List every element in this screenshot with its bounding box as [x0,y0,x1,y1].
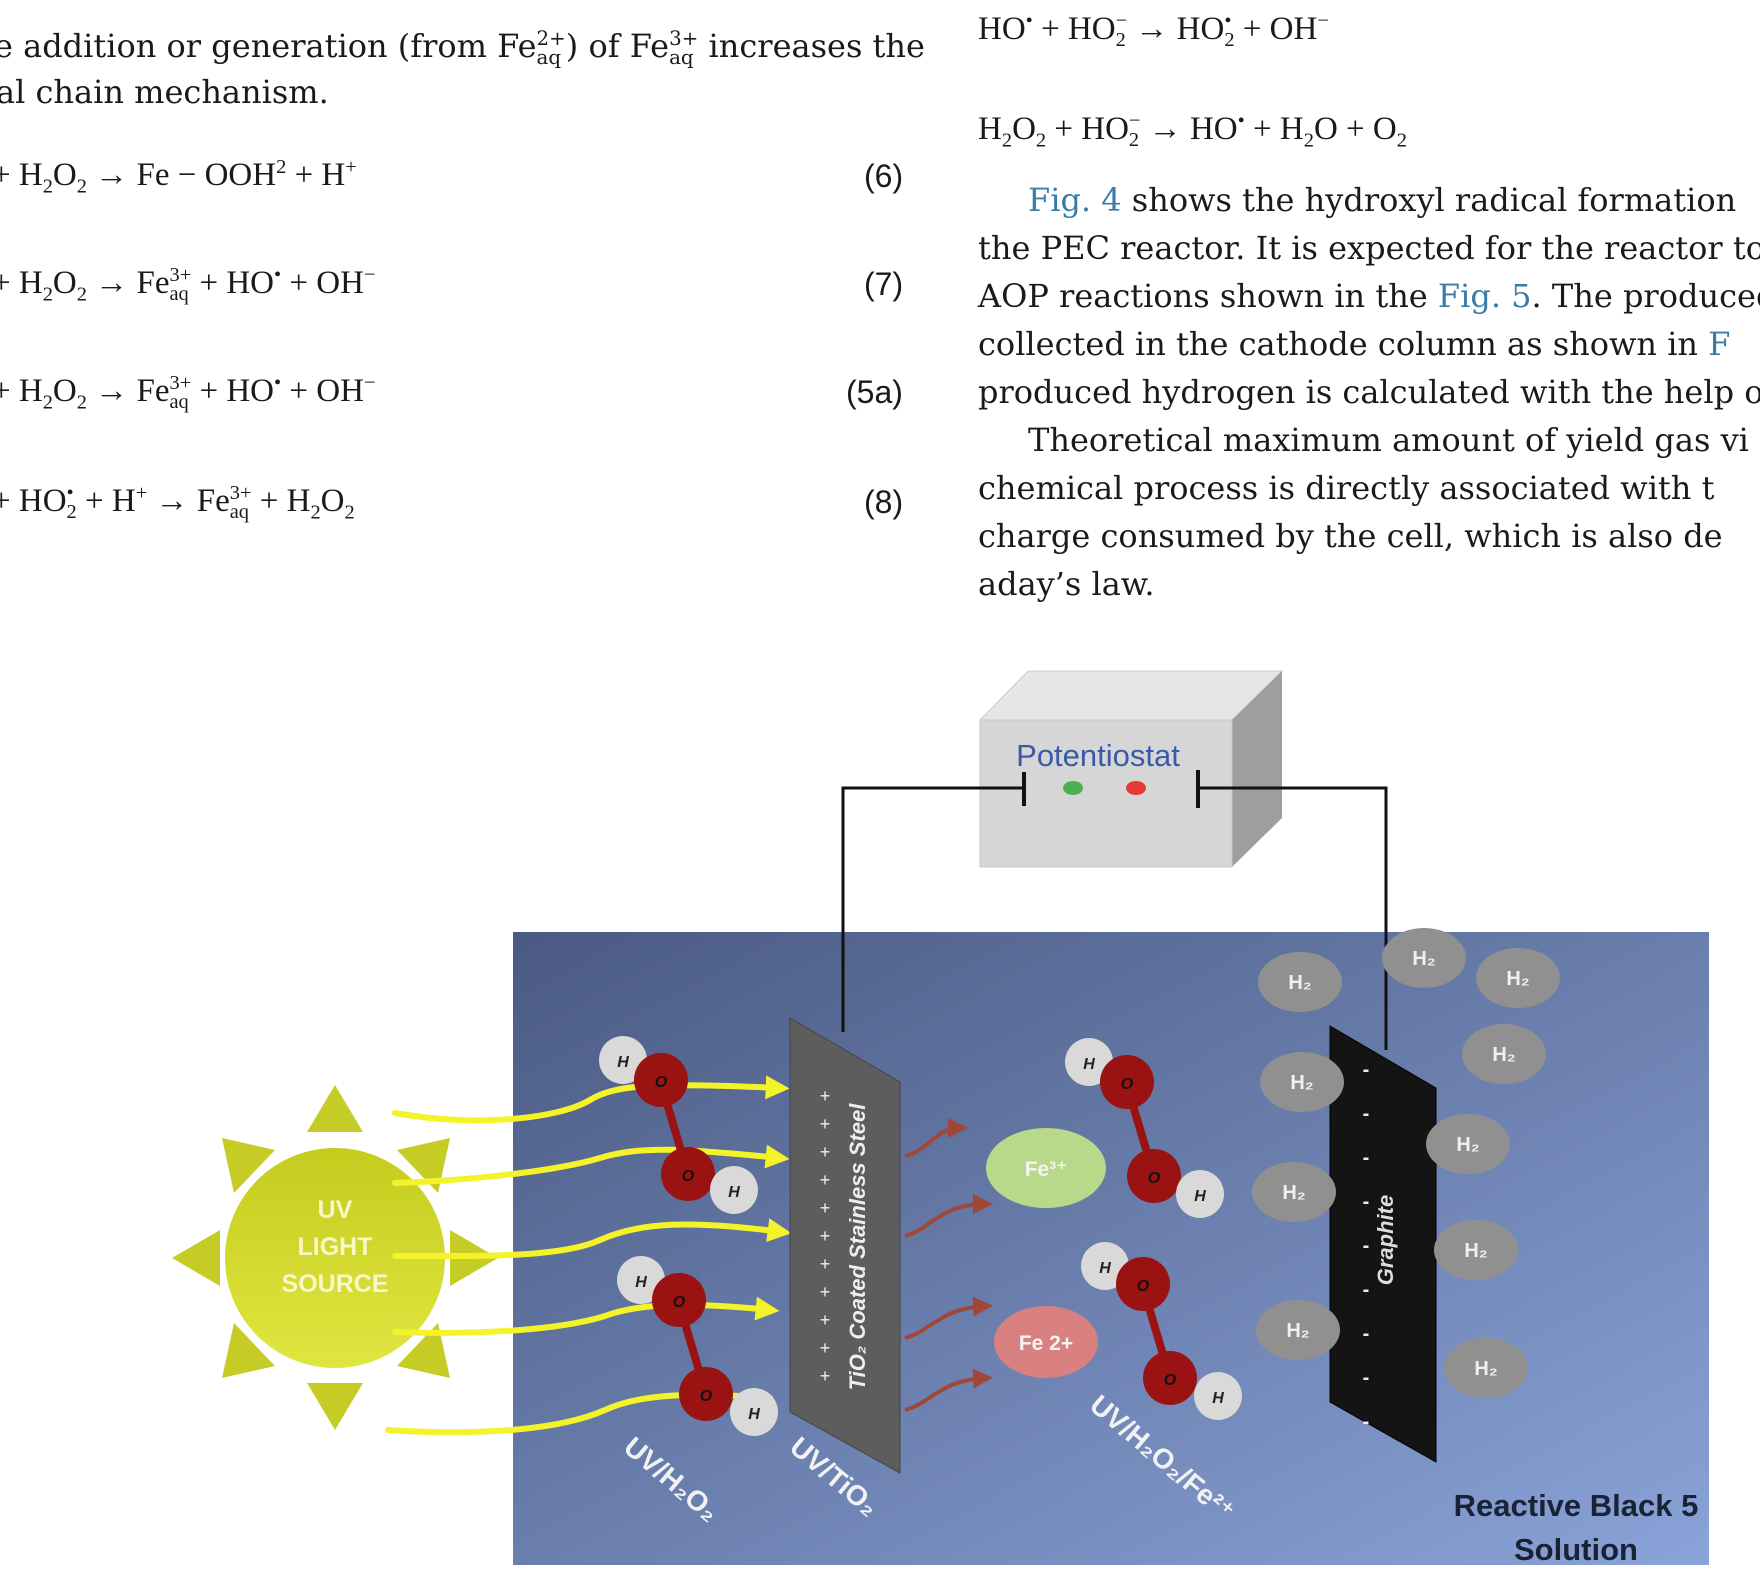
cathode-plate: Graphite - - - - - - - - - [1329,1025,1437,1463]
svg-text:H₂: H₂ [1474,1358,1497,1380]
paragraph-1-line-1: Fig. 4 shows the hydroxyl radical format… [1028,181,1737,219]
svg-text:-: - [1363,1191,1370,1213]
uv-label-line-2: LIGHT [298,1233,373,1261]
svg-text:H₂: H₂ [1492,1044,1515,1066]
svg-text:+: + [820,1254,831,1274]
svg-text:O: O [1121,1076,1134,1093]
svg-text:-: - [1363,1059,1370,1081]
svg-text:-: - [1363,1411,1370,1433]
green-indicator-icon [1063,781,1083,795]
svg-text:H: H [748,1406,760,1423]
uv-label-line-1: UV [318,1196,353,1224]
svg-text:+: + [820,1170,831,1190]
fig-link-partial[interactable]: F [1708,325,1731,363]
paragraph-1-line-3: AOP reactions shown in the Fig. 5. The p… [978,277,1760,315]
h2o2-molecule-4: H O O H [1081,1242,1242,1420]
anode-plus-signs: + + + + + + + + + + + [820,1086,831,1386]
potentiostat-label: Potentiostat [1016,738,1180,773]
svg-text:-: - [1363,1323,1370,1345]
anode-plate: TiO₂ Coated Stainless Steel + + + + + + … [789,1017,901,1474]
paragraph-2-line-4: aday’s law. [978,565,1155,603]
svg-text:H₂: H₂ [1412,948,1435,970]
pec-reactor-figure: Potentiostat UV LIGHT SOURCE TiO₂ Coate [172,670,1709,1567]
svg-text:H: H [635,1274,647,1291]
fig5-link[interactable]: Fig. 5 [1437,277,1532,315]
svg-text:H: H [1194,1188,1206,1205]
equation-number-7: (7) [864,266,904,302]
solution-label-line-1: Reactive Black 5 [1454,1488,1699,1523]
svg-text:-: - [1363,1235,1370,1257]
paragraph-1-line-2: the PEC reactor. It is expected for the … [978,229,1760,267]
cathode-label: Graphite [1373,1195,1398,1285]
paragraph-2-line-3: charge consumed by the cell, which is al… [978,517,1723,555]
h2o2-molecule-3: H O O H [1065,1038,1224,1218]
paragraph-2-line-2: chemical process is directly associated … [978,469,1715,507]
fe3-ion: Fe³⁺ [986,1128,1106,1208]
svg-text:H₂: H₂ [1286,1320,1309,1342]
paragraph-2-line-1: Theoretical maximum amount of yield gas … [1028,421,1749,459]
paragraph-1-line-5: produced hydrogen is calculated with the… [978,373,1760,411]
svg-text:H: H [728,1184,740,1201]
equation-number-5a: (5a) [846,374,903,410]
svg-text:H: H [1083,1056,1095,1073]
svg-text:+: + [820,1198,831,1218]
svg-text:+: + [820,1338,831,1358]
svg-text:H₂: H₂ [1290,1072,1313,1094]
cathode-minus-signs: - - - - - - - - - [1363,1059,1370,1433]
paragraph-1-line-4: collected in the cathode column as shown… [978,325,1731,363]
potentiostat-box: Potentiostat [978,670,1284,868]
electron-arrows [904,1118,993,1412]
h2o2-molecule-2: H O O H [617,1256,778,1436]
svg-text:H₂: H₂ [1506,968,1529,990]
fe2-label: Fe 2+ [1019,1332,1073,1355]
equation-ho-radical-ho2: HO• + HO−2 → HO•2 + OH− [978,10,1329,52]
equation-6: + H2O2 → Fe − OOH2 + H+ [0,156,357,198]
svg-text:O: O [700,1388,713,1405]
svg-text:+: + [820,1086,831,1106]
svg-text:+: + [820,1282,831,1302]
fe3-label: Fe³⁺ [1025,1158,1068,1181]
equation-number-8: (8) [864,484,904,520]
intro-line-2: al chain mechanism. [0,73,329,111]
svg-text:+: + [820,1366,831,1386]
svg-text:-: - [1363,1147,1370,1169]
svg-text:-: - [1363,1367,1370,1389]
svg-text:+: + [820,1114,831,1134]
solution-label-line-2: Solution [1514,1532,1638,1567]
svg-text:O: O [682,1168,695,1185]
red-indicator-icon [1126,781,1146,795]
svg-text:O: O [1148,1170,1161,1187]
h2-bubbles: H₂ H₂ H₂ H₂ H₂ H₂ H₂ H₂ H₂ H₂ [1252,928,1560,1398]
svg-text:O: O [655,1074,668,1091]
uv-light-source: UV LIGHT SOURCE [172,1085,498,1430]
equation-number-6: (6) [864,158,904,194]
svg-text:O: O [673,1294,686,1311]
fe2-ion: Fe 2+ [994,1306,1098,1378]
svg-text:H₂: H₂ [1288,972,1311,994]
uv-label-line-3: SOURCE [282,1270,389,1298]
svg-text:H₂: H₂ [1282,1182,1305,1204]
svg-text:O: O [1137,1278,1150,1295]
anode-label: TiO₂ Coated Stainless Steel [845,1103,870,1391]
svg-text:+: + [820,1226,831,1246]
svg-text:H: H [1099,1260,1111,1277]
svg-text:H₂: H₂ [1464,1240,1487,1262]
svg-text:H: H [617,1054,629,1071]
equation-h2o2-ho2: H2O2 + HO−2 → HO• + H2O + O2 [978,110,1407,152]
svg-text:-: - [1363,1279,1370,1301]
fig4-link[interactable]: Fig. 4 [1028,181,1122,219]
svg-text:+: + [820,1142,831,1162]
svg-text:O: O [1164,1372,1177,1389]
svg-text:-: - [1363,1103,1370,1125]
h2o2-molecule-1: H O O H [599,1036,758,1214]
svg-text:H: H [1212,1390,1224,1407]
svg-text:+: + [820,1310,831,1330]
svg-text:H₂: H₂ [1456,1134,1479,1156]
